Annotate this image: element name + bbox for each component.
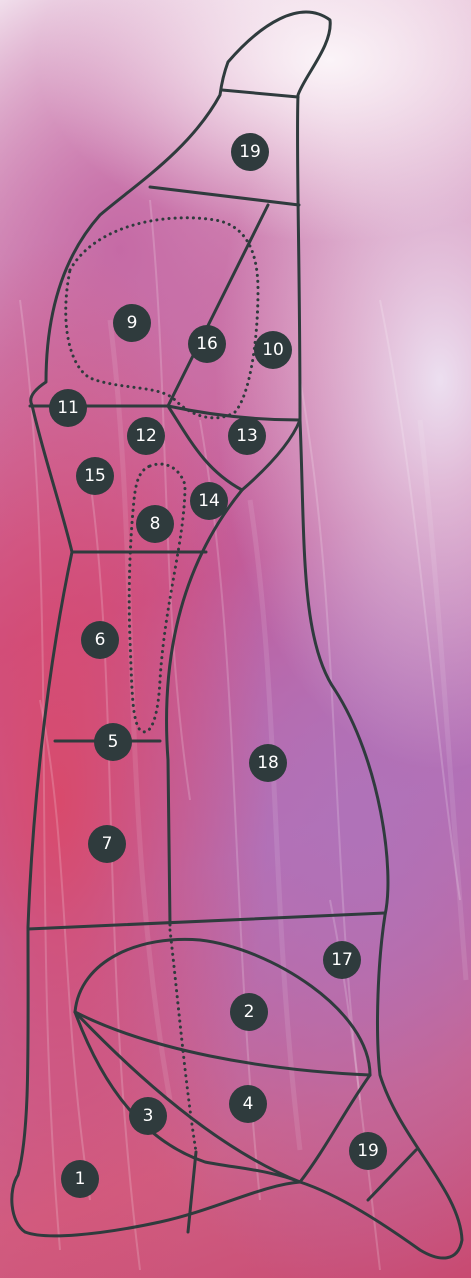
region-7-badge: 7 (88, 825, 126, 863)
region-19-bottom-badge: 19 (349, 1132, 387, 1170)
svg-text:11: 11 (57, 398, 79, 418)
region-1-badge: 1 (61, 1160, 99, 1198)
svg-text:12: 12 (135, 426, 157, 446)
svg-text:2: 2 (244, 1002, 255, 1022)
lower-vertical-cut (188, 1152, 196, 1232)
svg-text:7: 7 (102, 834, 113, 854)
svg-text:3: 3 (143, 1106, 154, 1126)
dotted-contour-9-10 (66, 218, 258, 418)
region-15-badge: 15 (76, 457, 114, 495)
svg-text:4: 4 (243, 1094, 254, 1114)
svg-text:5: 5 (108, 732, 119, 752)
region-17-badge: 17 (323, 941, 361, 979)
region-4-badge: 4 (229, 1085, 267, 1123)
region-5-badge: 5 (94, 723, 132, 761)
region-8-badge: 8 (136, 505, 174, 543)
svg-text:8: 8 (150, 514, 161, 534)
dotted-line-lower (170, 930, 196, 1152)
dotted-contour-8 (129, 464, 185, 732)
svg-text:15: 15 (84, 466, 106, 486)
region-10-badge: 10 (254, 331, 292, 369)
svg-text:19: 19 (239, 142, 261, 162)
svg-text:1: 1 (75, 1169, 86, 1189)
svg-text:6: 6 (95, 630, 106, 650)
region-3-badge: 3 (129, 1097, 167, 1135)
region-11-badge: 11 (49, 389, 87, 427)
region-2-badge: 2 (230, 993, 268, 1031)
svg-text:17: 17 (331, 950, 353, 970)
region-14-badge: 14 (190, 482, 228, 520)
region-6-badge: 6 (81, 621, 119, 659)
svg-text:16: 16 (196, 334, 218, 354)
region-18-badge: 18 (249, 744, 287, 782)
region-19-top-badge: 19 (231, 133, 269, 171)
svg-text:9: 9 (127, 313, 138, 333)
region-9-badge: 9 (113, 304, 151, 342)
region-12-badge: 12 (127, 417, 165, 455)
svg-text:10: 10 (262, 340, 284, 360)
svg-text:14: 14 (198, 491, 220, 511)
svg-text:13: 13 (236, 426, 258, 446)
svg-text:18: 18 (257, 753, 279, 773)
region-16-badge: 16 (188, 325, 226, 363)
region-13-badge: 13 (228, 417, 266, 455)
svg-text:19: 19 (357, 1141, 379, 1161)
